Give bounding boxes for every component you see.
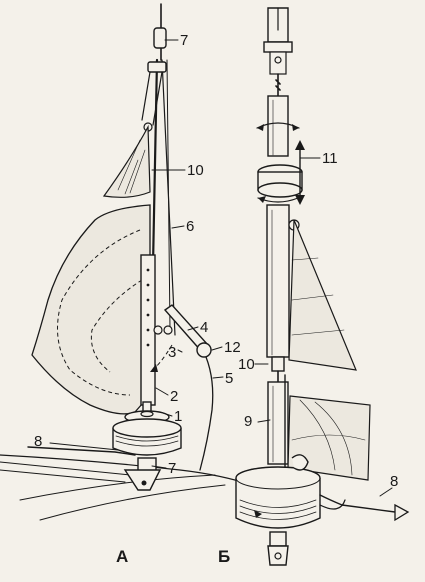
figure-b — [235, 7, 410, 566]
callout-a-7-bottom: 7 — [168, 460, 176, 477]
bottom-fork-b — [267, 531, 289, 566]
main-sail-a — [31, 204, 151, 415]
lower-sail-b — [287, 395, 371, 481]
connector-b — [271, 356, 285, 383]
caption-a: А — [116, 547, 128, 566]
drum-b — [235, 454, 321, 529]
callout-a-1: 1 — [174, 408, 182, 425]
callout-b-8: 8 — [390, 473, 398, 490]
drum-a — [112, 401, 182, 456]
callouts-b: 11 10 9 8 Б — [218, 150, 398, 566]
wire-rope-b — [275, 73, 281, 97]
furling-line-a — [27, 446, 136, 456]
caption-b: Б — [218, 547, 230, 566]
callout-a-5: 5 — [225, 370, 233, 387]
callout-a-3: 3 — [168, 344, 176, 361]
top-swivel-a — [141, 27, 167, 132]
callout-a-2: 2 — [170, 388, 178, 405]
upper-tube-b — [256, 95, 300, 157]
callout-a-12: 12 — [224, 339, 241, 356]
control-line-a — [199, 356, 214, 471]
callout-b-11: 11 — [322, 150, 338, 167]
callout-a-10: 10 — [187, 162, 204, 179]
sliding-collar-b — [257, 140, 305, 205]
top-fork-b — [263, 7, 293, 75]
upper-sail-a — [102, 124, 151, 198]
bottom-bracket-a — [123, 457, 162, 491]
lower-tube-9-b — [267, 374, 289, 471]
rotation-arrow-a — [149, 344, 173, 373]
control-line-b — [319, 494, 410, 522]
callouts-a: 7 10 6 4 3 12 5 2 1 8 7 А — [34, 32, 241, 566]
figure-a — [0, 3, 301, 521]
callout-b-9: 9 — [244, 413, 252, 430]
callout-a-6: 6 — [186, 218, 194, 235]
callout-b-10: 10 — [238, 356, 255, 373]
lever-arm-a — [153, 304, 212, 358]
furling-tube-a — [140, 254, 156, 406]
callout-a-8: 8 — [34, 433, 42, 450]
upper-sail-b — [288, 219, 357, 371]
callout-a-4: 4 — [200, 319, 208, 336]
leader-lines — [49, 39, 393, 497]
callout-a-7-top: 7 — [180, 32, 188, 49]
